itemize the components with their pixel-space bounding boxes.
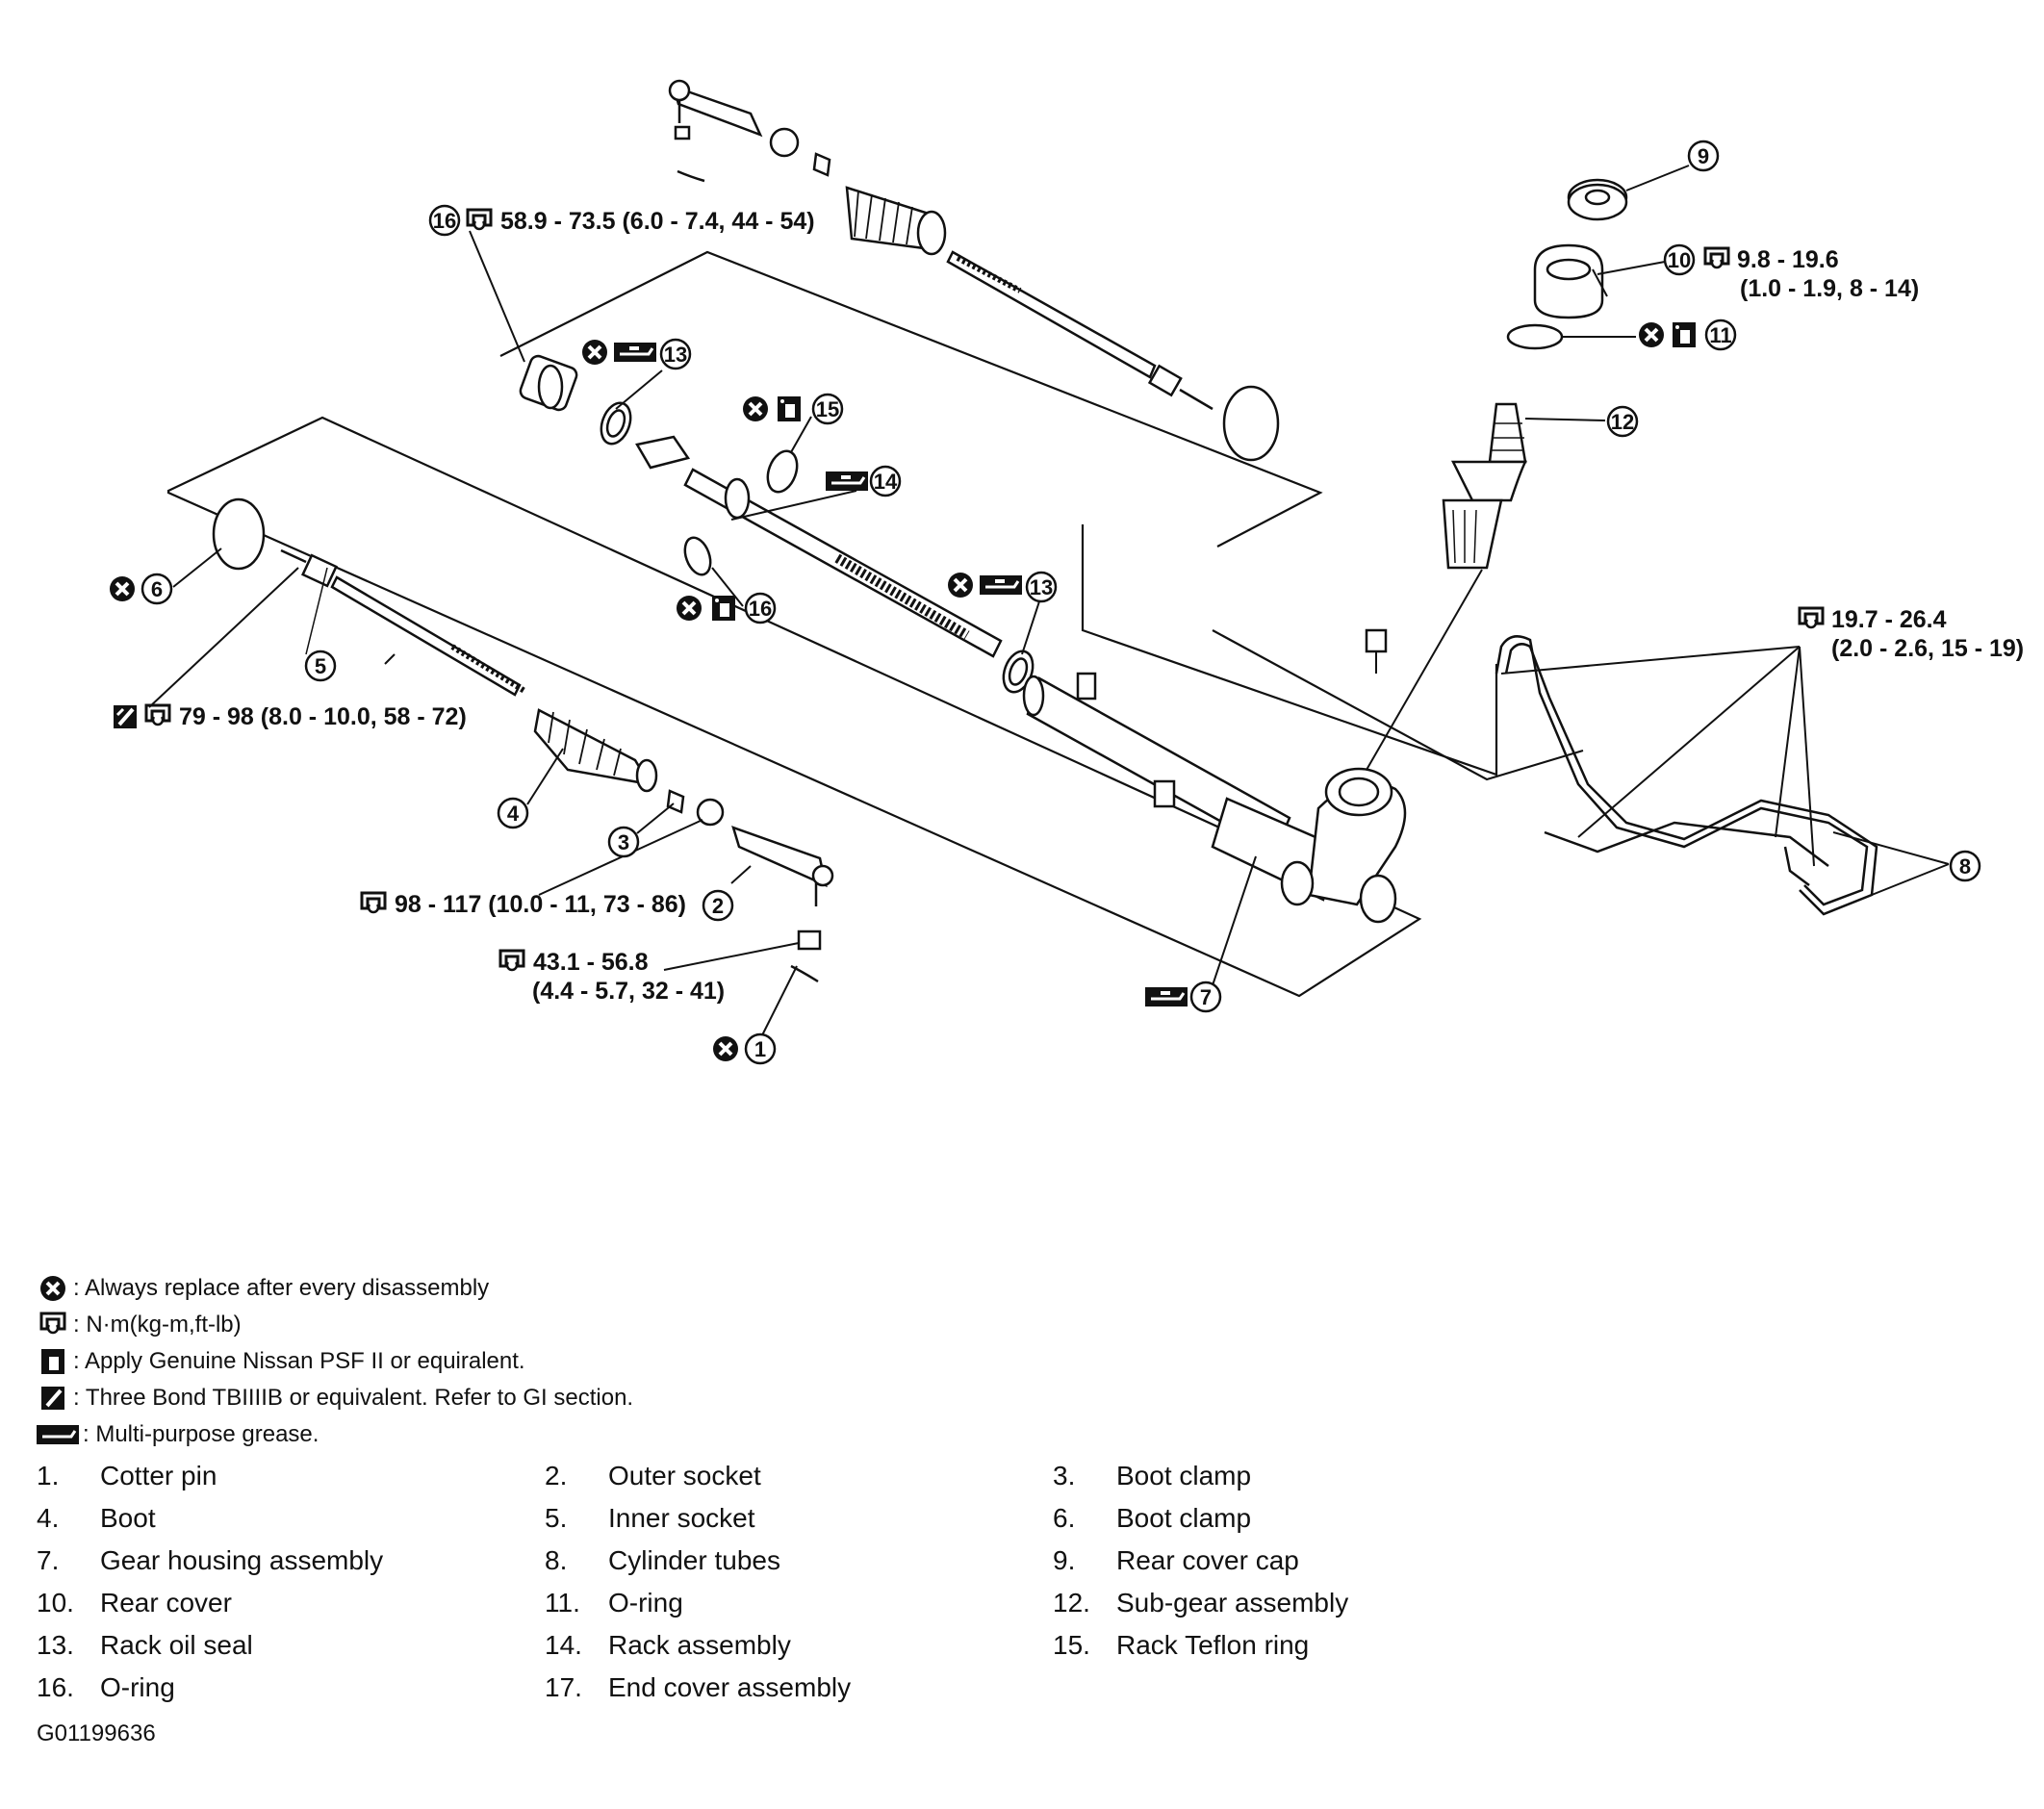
callout-9: 9 bbox=[1687, 140, 1720, 172]
always-replace-icon bbox=[37, 1274, 69, 1303]
callout-markers: 16 13 15 14 13 16 6 5 4 3 2 1 7 9 10 11 … bbox=[141, 140, 1981, 1065]
callout-4: 4 bbox=[497, 797, 529, 829]
inner-socket-5 bbox=[280, 548, 526, 697]
svg-text:10: 10 bbox=[1668, 248, 1691, 272]
torque-5: 79 - 98 (8.0 - 10.0, 58 - 72) bbox=[179, 703, 467, 730]
torque-17: 58.9 - 73.5 (6.0 - 7.4, 44 - 54) bbox=[500, 208, 815, 235]
svg-text:15: 15 bbox=[816, 397, 839, 421]
torque-8-line1: 19.7 - 26.4 bbox=[1831, 606, 1947, 633]
svg-text:16: 16 bbox=[749, 597, 772, 621]
figure-id: G01199636 bbox=[37, 1720, 156, 1746]
list-item: 15.Rack Teflon ring bbox=[1053, 1630, 1310, 1660]
svg-text:4: 4 bbox=[507, 802, 520, 826]
svg-text:8: 8 bbox=[1959, 854, 1971, 879]
rear-cover bbox=[1533, 243, 1604, 319]
svg-text:14: 14 bbox=[874, 470, 898, 494]
list-item: 7.Gear housing assembly bbox=[37, 1545, 384, 1575]
svg-text:7: 7 bbox=[1200, 985, 1212, 1009]
list-item: 9.Rear cover cap bbox=[1053, 1545, 1299, 1575]
list-item: 4.Boot bbox=[37, 1503, 156, 1533]
sealant-icon bbox=[37, 1384, 69, 1413]
list-item: 3.Boot clamp bbox=[1053, 1461, 1252, 1491]
svg-text:16: 16 bbox=[433, 209, 456, 233]
upper-boot bbox=[845, 186, 947, 256]
svg-text:13: 13 bbox=[1030, 575, 1053, 599]
grease-icon bbox=[37, 1420, 79, 1449]
list-item: 14.Rack assembly bbox=[545, 1630, 791, 1660]
cylinder-tubes bbox=[1495, 635, 1878, 916]
callout-13a: 13 bbox=[659, 338, 692, 370]
callout-11: 11 bbox=[1704, 318, 1737, 351]
list-item: 1.Cotter pin bbox=[37, 1461, 217, 1491]
list-item: 16.O-ring bbox=[37, 1672, 175, 1702]
callout-2: 2 bbox=[702, 889, 734, 922]
list-item: 13.Rack oil seal bbox=[37, 1630, 253, 1660]
torque-8-line2: (2.0 - 2.6, 15 - 19) bbox=[1831, 635, 2024, 662]
torque-2: 98 - 117 (10.0 - 11, 73 - 86) bbox=[395, 891, 686, 918]
list-item: 17.End cover assembly bbox=[545, 1672, 852, 1702]
svg-text:5: 5 bbox=[315, 654, 326, 678]
legend-item: : N·m(kg-m,ft-lb) bbox=[37, 1309, 242, 1341]
leader-lines bbox=[148, 165, 1950, 1040]
list-item: 10.Rear cover bbox=[37, 1588, 232, 1618]
torque-labels: 58.9 - 73.5 (6.0 - 7.4, 44 - 54) 9.8 - 1… bbox=[179, 208, 2024, 1005]
upper-outer-socket bbox=[668, 79, 831, 183]
svg-text:13: 13 bbox=[664, 343, 687, 367]
o-ring-11 bbox=[1506, 323, 1564, 350]
svg-text:12: 12 bbox=[1611, 410, 1634, 434]
torque-1-line1: 43.1 - 56.8 bbox=[533, 949, 649, 976]
callout-15: 15 bbox=[811, 393, 844, 425]
svg-text:1: 1 bbox=[754, 1037, 766, 1061]
boot-4 bbox=[533, 708, 658, 793]
callout-5: 5 bbox=[304, 650, 337, 682]
rack-teflon-ring bbox=[766, 449, 799, 494]
torque-1-line2: (4.4 - 5.7, 32 - 41) bbox=[532, 978, 725, 1005]
svg-text:6: 6 bbox=[151, 577, 163, 601]
psf-fluid-icon bbox=[37, 1347, 69, 1376]
callout-13b: 13 bbox=[1025, 571, 1058, 603]
rack-oil-seal-upper bbox=[600, 401, 632, 446]
end-cover-assembly bbox=[519, 354, 578, 412]
callout-10: 10 bbox=[1663, 243, 1696, 276]
svg-text:11: 11 bbox=[1709, 323, 1731, 347]
boot-clamp-6 bbox=[212, 497, 266, 571]
torque-10-line2: (1.0 - 1.9, 8 - 14) bbox=[1740, 275, 1919, 302]
callout-17: 16 bbox=[428, 204, 461, 237]
list-item: 8.Cylinder tubes bbox=[545, 1545, 780, 1575]
legend-item: : Multi-purpose grease. bbox=[37, 1418, 319, 1451]
callout-14: 14 bbox=[869, 465, 902, 497]
sub-gear-assembly bbox=[1442, 402, 1528, 570]
svg-text:3: 3 bbox=[618, 830, 629, 854]
outer-socket-2 bbox=[731, 825, 834, 906]
o-ring-16 bbox=[683, 536, 712, 576]
callout-16: 16 bbox=[744, 592, 777, 624]
callout-7: 7 bbox=[1189, 981, 1222, 1013]
list-item: 2.Outer socket bbox=[545, 1461, 761, 1491]
callout-1: 1 bbox=[744, 1032, 777, 1065]
castle-nut bbox=[790, 930, 822, 983]
boot-clamp-3 bbox=[666, 789, 725, 827]
callout-8: 8 bbox=[1949, 850, 1981, 882]
legend-item: : Always replace after every disassembly bbox=[37, 1272, 489, 1305]
svg-text:9: 9 bbox=[1698, 144, 1709, 168]
assembly-outline bbox=[166, 250, 1584, 998]
upper-inner-socket bbox=[946, 250, 1280, 462]
rack-assembly bbox=[635, 435, 1003, 658]
list-item: 12.Sub-gear assembly bbox=[1053, 1588, 1349, 1618]
callout-3: 3 bbox=[607, 826, 640, 858]
svg-text:2: 2 bbox=[712, 894, 724, 918]
list-item: 5.Inner socket bbox=[545, 1503, 755, 1533]
legend-item: : Apply Genuine Nissan PSF II or equiral… bbox=[37, 1345, 525, 1378]
callout-6: 6 bbox=[141, 573, 173, 605]
torque-10-line1: 9.8 - 19.6 bbox=[1737, 246, 1839, 273]
list-item: 6.Boot clamp bbox=[1053, 1503, 1252, 1533]
legend-item: : Three Bond TBIIIIB or equivalent. Refe… bbox=[37, 1382, 633, 1414]
torque-wrench-icon bbox=[37, 1311, 69, 1339]
gear-housing-assembly bbox=[1022, 628, 1407, 924]
callout-12: 12 bbox=[1606, 405, 1639, 438]
rear-cover-cap bbox=[1567, 178, 1628, 221]
list-item: 11.O-ring bbox=[545, 1588, 683, 1618]
